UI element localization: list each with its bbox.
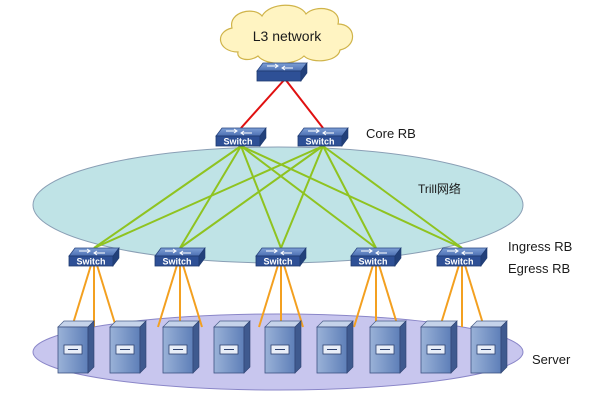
server-icon <box>109 320 147 374</box>
trill-network-label: Trill网络 <box>418 181 461 196</box>
server-icon <box>316 320 354 374</box>
core-edge-link <box>240 145 463 249</box>
cloud-label: L3 network <box>253 28 322 44</box>
switch-label: Switch <box>358 257 387 267</box>
server-icon <box>470 320 508 374</box>
core-edge-link <box>179 145 324 249</box>
server-icon <box>57 320 95 374</box>
edge-server-link <box>439 265 460 328</box>
core-rb-label: Core RB <box>366 126 416 141</box>
edge-server-link <box>378 265 399 328</box>
egress-rb-label: Egress RB <box>508 261 570 276</box>
switch-label: Switch <box>444 257 473 267</box>
l3-switch <box>256 62 308 82</box>
l3-core-link <box>284 78 324 129</box>
core-switch: Switch <box>215 127 267 147</box>
edge-switch: Switch <box>350 247 402 267</box>
core-switch: Switch <box>297 127 349 147</box>
core-edge-link <box>280 145 324 249</box>
core-edge-link <box>93 145 242 249</box>
switch-label: Switch <box>76 257 105 267</box>
server-label: Server <box>532 352 571 367</box>
l3-network-cloud: L3 network <box>220 4 354 65</box>
switch-label: Switch <box>305 137 334 147</box>
server-icon <box>213 320 251 374</box>
core-edge-link <box>240 145 377 249</box>
server-icon <box>369 320 407 374</box>
core-edge-link <box>322 145 463 249</box>
server-icon <box>264 320 302 374</box>
edge-server-link <box>71 265 92 328</box>
edge-server-link <box>182 265 203 328</box>
switch-label: Switch <box>162 257 191 267</box>
edge-switch: Switch <box>255 247 307 267</box>
trill-network-ellipse <box>32 146 524 264</box>
edge-server-link <box>283 265 304 328</box>
ingress-rb-label: Ingress RB <box>508 239 572 254</box>
edge-switch: Switch <box>154 247 206 267</box>
edge-server-link <box>96 265 117 328</box>
edge-server-link <box>353 265 374 328</box>
edge-switch: Switch <box>436 247 488 267</box>
l3-core-link <box>240 78 286 129</box>
servers-layer <box>57 320 508 374</box>
core-edge-link <box>93 145 324 249</box>
core-edge-link <box>322 145 377 249</box>
switch-label: Switch <box>263 257 292 267</box>
core-edge-link <box>240 145 282 249</box>
server-icon <box>420 320 458 374</box>
server-icon <box>162 320 200 374</box>
edge-server-link <box>464 265 485 328</box>
edge-server-link <box>258 265 279 328</box>
links-layer <box>71 78 485 328</box>
switch-label: Switch <box>223 137 252 147</box>
edge-server-link <box>157 265 178 328</box>
edge-switch: Switch <box>68 247 120 267</box>
